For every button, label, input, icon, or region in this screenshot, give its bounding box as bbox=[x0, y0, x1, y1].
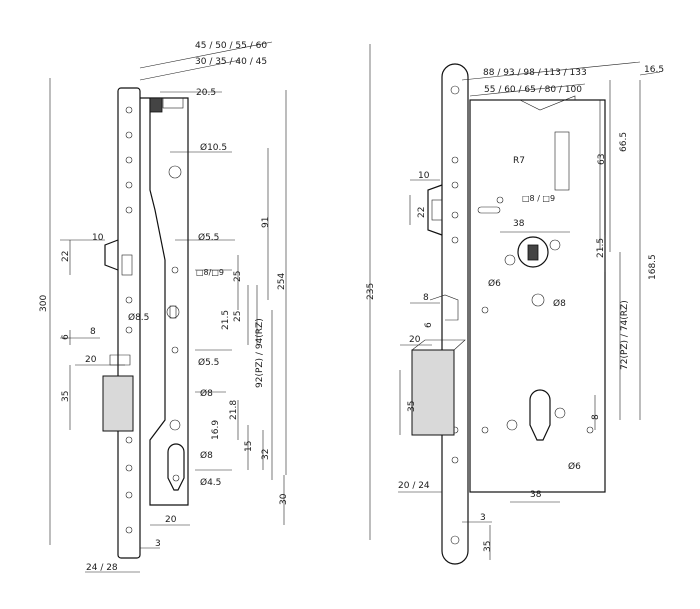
left-hdim-10: 10 bbox=[92, 233, 104, 243]
right-dia-6b: Ø6 bbox=[568, 461, 581, 472]
right-hdim-20: 20 bbox=[409, 335, 421, 345]
left-deadbolt bbox=[102, 375, 134, 432]
left-vdim-32: 32 bbox=[261, 449, 271, 460]
right-hdim-10: 10 bbox=[418, 171, 430, 181]
left-hdim-24-28: 24 / 28 bbox=[86, 563, 118, 573]
left-lock-view: 45 / 50 / 55 / 60 30 / 35 / 40 / 45 20.5… bbox=[39, 41, 289, 573]
left-vdim-pz-rz: 92(PZ) / 94(RZ) bbox=[255, 318, 265, 388]
left-cylinder-hole bbox=[167, 443, 185, 491]
left-dim-top-2: 30 / 35 / 40 / 45 bbox=[195, 57, 267, 67]
right-hole-6c bbox=[506, 419, 518, 431]
left-vdim-6: 6 bbox=[61, 334, 71, 340]
right-radius: R7 bbox=[513, 156, 525, 166]
left-latch-bolt bbox=[104, 239, 119, 271]
left-dim-top-3: 20.5 bbox=[196, 88, 216, 98]
right-dia-6a: Ø6 bbox=[488, 278, 501, 289]
left-dia-5-5-a: Ø5.5 bbox=[198, 232, 219, 243]
right-hdim-20-24: 20 / 24 bbox=[398, 481, 430, 491]
left-hole-5-5-top bbox=[171, 266, 179, 274]
right-follower bbox=[517, 236, 549, 268]
right-dim-top-1: 88 / 93 / 98 / 113 / 133 bbox=[483, 68, 587, 78]
right-vdim-22: 22 bbox=[417, 207, 427, 218]
right-top-slot bbox=[554, 131, 570, 191]
left-dim-top-1: 45 / 50 / 55 / 60 bbox=[195, 41, 267, 51]
right-forend-screws bbox=[450, 85, 460, 545]
right-hdim-3: 3 bbox=[480, 513, 486, 523]
right-hole-6b bbox=[549, 239, 561, 251]
left-hdim-8: 8 bbox=[90, 327, 96, 337]
right-forend-plate bbox=[441, 63, 469, 565]
right-vdim-21-5: 21.5 bbox=[596, 238, 606, 258]
right-deadbolt bbox=[411, 349, 455, 436]
left-hole-5-5-bottom bbox=[171, 346, 179, 354]
right-vdim-35a: 35 bbox=[407, 401, 417, 412]
right-dimension-lines bbox=[369, 44, 661, 560]
right-vdim-pz-rz: 72(PZ) / 74(RZ) bbox=[620, 300, 630, 370]
left-vdim-21-8: 21.8 bbox=[229, 400, 239, 420]
right-vdim-35b: 35 bbox=[483, 541, 493, 552]
left-hole-10-5 bbox=[168, 165, 182, 179]
right-hole-6a bbox=[504, 254, 516, 266]
left-vdim-30: 30 bbox=[279, 493, 289, 505]
right-square: □8 / □9 bbox=[522, 194, 555, 203]
right-hole-6d bbox=[554, 407, 566, 419]
left-follower bbox=[166, 305, 180, 319]
right-hdim-38b: 38 bbox=[530, 490, 542, 500]
left-vdim-15: 15 bbox=[244, 441, 254, 452]
right-hole-8 bbox=[531, 293, 545, 307]
left-square: □8/□9 bbox=[196, 268, 224, 277]
right-vdim-8: 8 bbox=[591, 414, 601, 420]
left-vdim-25b: 25 bbox=[233, 311, 243, 322]
left-forend-screws bbox=[125, 106, 133, 534]
left-vdim-16-9: 16.9 bbox=[211, 420, 221, 440]
left-dia-4-5: Ø4.5 bbox=[200, 477, 221, 488]
right-vdim-235: 235 bbox=[366, 283, 376, 300]
left-dia-8-a: Ø8 bbox=[200, 388, 213, 399]
left-dia-10-5: Ø10.5 bbox=[200, 142, 227, 153]
right-vdim-63: 63 bbox=[597, 154, 607, 165]
left-dia-8-5: Ø8.5 bbox=[128, 312, 149, 323]
left-vdim-25a: 25 bbox=[233, 271, 243, 282]
left-dia-5-5-b: Ø5.5 bbox=[198, 357, 219, 368]
right-case-body bbox=[469, 99, 606, 493]
right-hdim-38a: 38 bbox=[513, 219, 525, 229]
right-dim-top-3: 16.5 bbox=[644, 65, 664, 75]
right-lock-view: 88 / 93 / 98 / 113 / 133 55 / 60 / 65 / … bbox=[366, 44, 664, 565]
left-hdim-20b: 20 bbox=[165, 515, 177, 525]
right-cylinder-hole bbox=[529, 389, 551, 441]
right-dim-top-2: 55 / 60 / 65 / 80 / 100 bbox=[484, 85, 582, 95]
left-hdim-20a: 20 bbox=[85, 355, 97, 365]
left-case-body bbox=[140, 97, 189, 506]
right-hdim-8: 8 bbox=[423, 293, 429, 303]
left-dimension-lines bbox=[49, 41, 287, 573]
left-latch-detail bbox=[121, 254, 133, 276]
left-hole-8 bbox=[169, 419, 181, 431]
left-vdim-21-5: 21.5 bbox=[221, 310, 231, 330]
left-hdim-3: 3 bbox=[155, 539, 161, 549]
left-forend-plate bbox=[117, 87, 141, 559]
left-dia-8-b: Ø8 bbox=[200, 450, 213, 461]
left-vdim-22: 22 bbox=[61, 251, 71, 262]
left-vdim-300: 300 bbox=[39, 295, 49, 312]
right-dia-8: Ø8 bbox=[553, 298, 566, 309]
left-vdim-91: 91 bbox=[261, 217, 271, 228]
right-latch bbox=[427, 184, 443, 236]
right-hdim-6: 6 bbox=[424, 322, 434, 328]
right-vdim-66-5: 66.5 bbox=[619, 132, 629, 152]
left-vdim-35: 35 bbox=[61, 391, 71, 402]
left-vdim-254: 254 bbox=[277, 273, 287, 290]
right-vdim-168-5: 168.5 bbox=[648, 254, 658, 280]
